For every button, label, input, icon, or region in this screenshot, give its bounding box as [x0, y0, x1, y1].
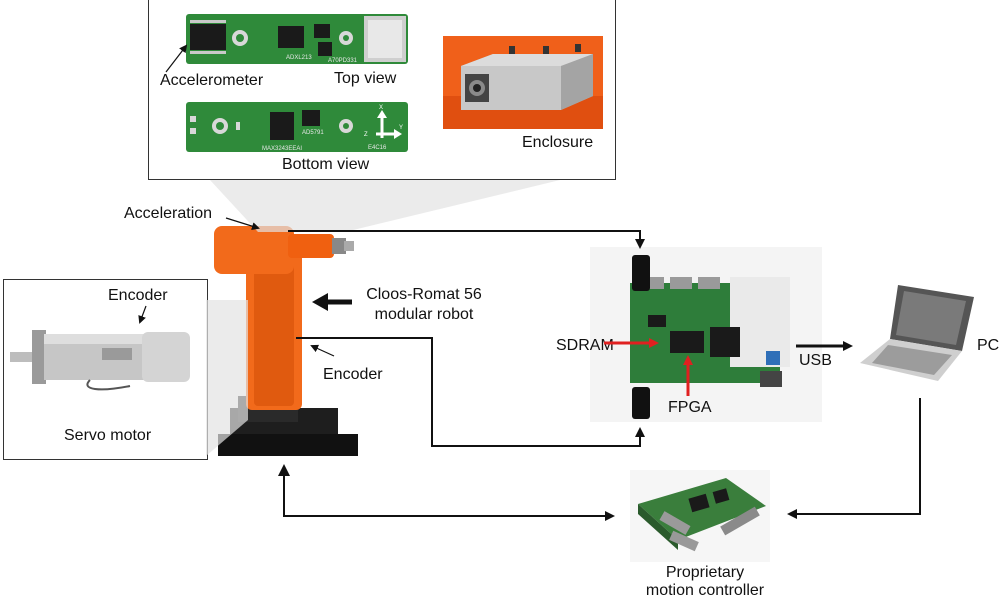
bottom-view-label: Bottom view — [282, 156, 370, 173]
pcb-axis-x-text: X — [379, 105, 383, 111]
robot-controller-link-arrow — [283, 474, 615, 521]
enclosure-icon — [443, 36, 603, 129]
enclosure-label: Enclosure — [522, 134, 594, 151]
top-view-label: Top view — [334, 70, 397, 87]
robot-icon — [214, 226, 358, 456]
laptop-icon — [860, 285, 974, 381]
robot-arm-photo — [208, 216, 358, 458]
servo-motor-photo — [10, 322, 194, 392]
controller-label-line1: Proprietary — [665, 564, 745, 581]
acceleration-to-fpga-arrow — [288, 230, 645, 249]
servo-motor-label: Servo motor — [64, 427, 152, 444]
pcb-bottom-small-text: MAX3243EEAI — [262, 146, 302, 152]
pcb-top-small-text: ADXL213 — [286, 55, 312, 61]
acceleration-pointer-arrow — [225, 217, 260, 231]
enclosure-photo — [443, 36, 603, 129]
fpga-board-icon — [590, 247, 822, 422]
robot-controller-link-arrow-start — [278, 464, 290, 476]
fpga-board-photo — [590, 247, 822, 422]
pcb-bottom-icon: X Y Z AD5791 MAX3243EEAI E4C16 — [186, 102, 408, 152]
accelerometer-label: Accelerometer — [160, 72, 264, 89]
robot-label-line2: modular robot — [374, 306, 474, 323]
usb-label: USB — [799, 352, 832, 369]
robot-encoder-pointer-arrow — [310, 344, 335, 357]
servo-motor-icon — [10, 330, 190, 391]
motor-encoder-pointer-arrow — [138, 305, 147, 324]
pcb-bottom-code-text: E4C16 — [368, 145, 387, 151]
robot-label-line1: Cloos-Romat 56 — [366, 286, 482, 303]
accelerometer-top-board: ADXL213 A70PD331 — [186, 14, 408, 64]
encoder-to-fpga-arrow — [296, 337, 645, 447]
callout-funnel-top — [210, 180, 560, 232]
pcb-axis-y-text: Y — [399, 125, 403, 131]
motion-controller-photo — [630, 470, 770, 562]
motion-controller-icon — [630, 470, 770, 562]
pcb-bottom-chip-text: AD5791 — [302, 130, 324, 136]
accelerometer-pointer-arrow — [165, 44, 188, 73]
pcb-top-icon: ADXL213 A70PD331 — [186, 14, 408, 64]
pcb-axis-z-text: Z — [364, 132, 368, 138]
callout-funnel-motor — [206, 300, 248, 456]
robot-encoder-label: Encoder — [323, 366, 383, 383]
pcb-top-chip-text: A70PD331 — [328, 58, 358, 64]
accelerometer-bottom-board: X Y Z AD5791 MAX3243EEAI E4C16 — [186, 102, 408, 152]
motor-encoder-label: Encoder — [108, 287, 168, 304]
robot-label-arrow-head — [312, 293, 328, 311]
acceleration-label: Acceleration — [124, 205, 213, 222]
pc-to-controller-arrow — [787, 398, 921, 519]
sdram-label: SDRAM — [556, 337, 614, 354]
pc-label: PC — [977, 337, 1000, 354]
laptop-photo — [858, 283, 976, 383]
fpga-label: FPGA — [668, 399, 712, 416]
controller-label-line2: motion controller — [645, 582, 765, 599]
